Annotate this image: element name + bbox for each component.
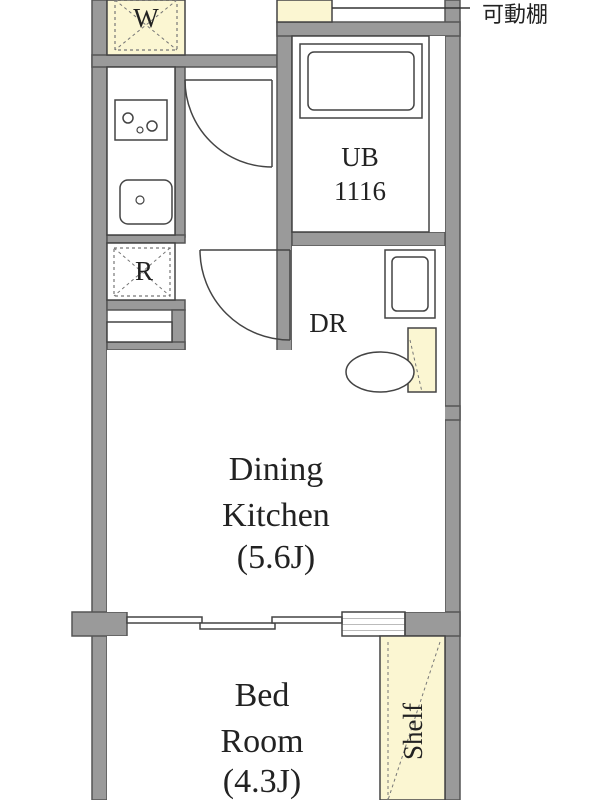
washer-space: W <box>106 0 186 56</box>
toilet-icon <box>345 327 437 393</box>
unit-bath-label: UB <box>341 142 379 172</box>
kitchen-counter <box>106 66 176 236</box>
refrigerator-space: R <box>106 242 176 301</box>
dressing-room: DR <box>309 249 437 393</box>
shelf-label: Shelf <box>398 703 428 760</box>
bathtub-icon <box>299 43 423 119</box>
bedroom-label-line1: Bed <box>235 677 290 714</box>
movable-shelf-label: 可動棚 <box>482 3 548 28</box>
bedroom-size: (4.3J) <box>223 763 301 800</box>
shelf-space: Shelf <box>379 635 446 800</box>
unit-bath: UB 1116 <box>291 35 430 233</box>
movable-shelf: 可動棚 <box>276 0 548 28</box>
dining-kitchen-label-line2: Kitchen <box>222 497 330 534</box>
washer-label: W <box>133 3 159 33</box>
washbasin-icon <box>384 249 436 319</box>
bedroom-label-line2: Room <box>220 723 303 760</box>
dining-kitchen-label-line1: Dining <box>229 451 323 488</box>
dining-kitchen: Dining Kitchen (5.6J) <box>222 451 330 576</box>
kitchen-cabinet <box>106 321 173 343</box>
dining-kitchen-size: (5.6J) <box>237 539 315 576</box>
dressing-room-label: DR <box>309 308 347 338</box>
sliding-door <box>126 611 406 637</box>
refrigerator-label: R <box>135 256 153 286</box>
stove-icon <box>114 99 168 141</box>
bedroom: Bed Room (4.3J) <box>220 677 303 800</box>
unit-bath-size: 1116 <box>334 176 386 206</box>
sink-icon <box>119 179 173 225</box>
